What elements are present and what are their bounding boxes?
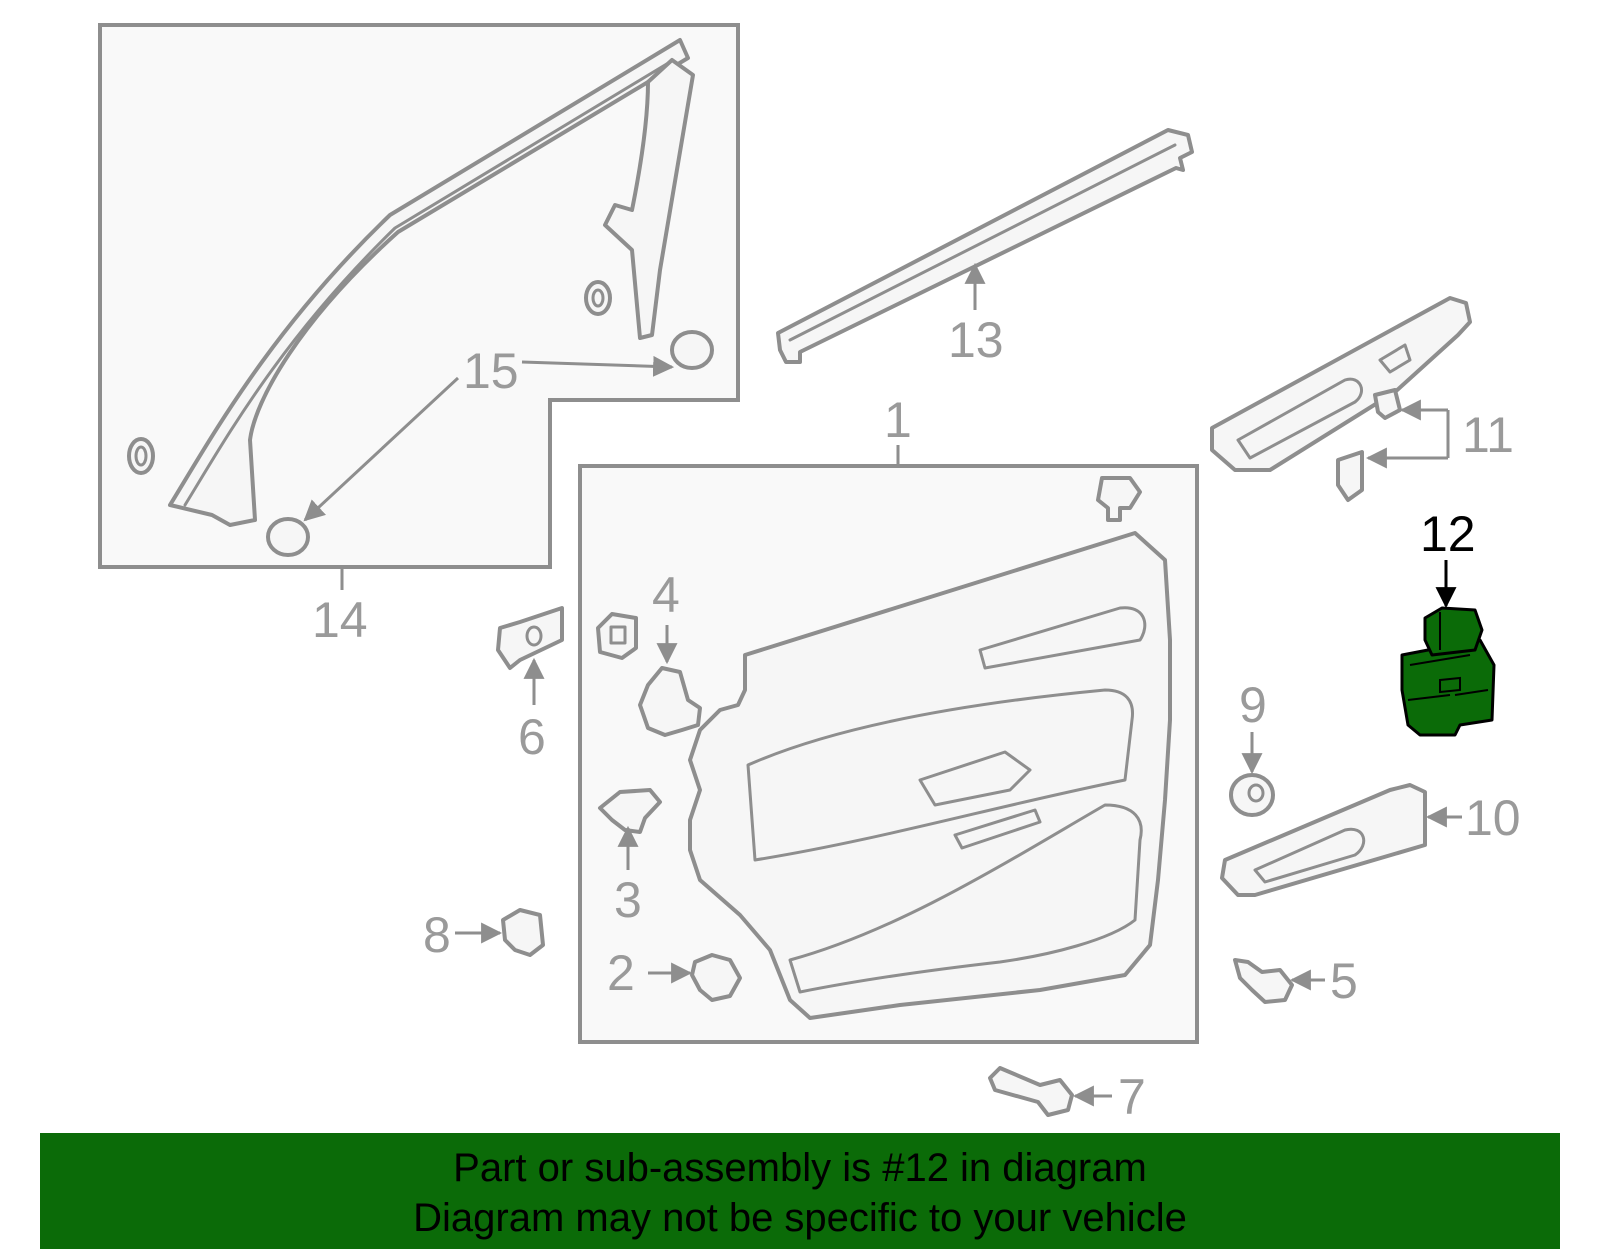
callout-14: 14 xyxy=(312,592,368,648)
grommet-right-hole xyxy=(591,288,605,308)
leader-15b xyxy=(303,376,460,522)
door-clip-3 xyxy=(598,788,662,834)
belt-weatherstrip-edge xyxy=(788,143,1177,342)
door-trim-lower-pocket xyxy=(788,803,1143,994)
banner-line-1: Part or sub-assembly is #12 in diagram xyxy=(453,1146,1147,1190)
clip-bracket-6-hole xyxy=(525,625,543,647)
callout-15: 15 xyxy=(463,343,519,399)
clip-11a xyxy=(1373,388,1402,420)
cap-9 xyxy=(1229,773,1275,817)
door-trim-switch-bezel xyxy=(918,750,1032,807)
interior-handle-10-cup xyxy=(1253,827,1366,884)
door-clip-square-hole xyxy=(609,625,627,645)
door-clip-square xyxy=(596,612,638,660)
pushpin-15-left xyxy=(266,517,310,557)
door-trim-reflector xyxy=(953,808,1042,850)
window-switch-12-rocker xyxy=(1423,606,1484,657)
door-trim-armrest xyxy=(746,688,1135,862)
callout-10: 10 xyxy=(1465,790,1521,846)
a-pillar-trim xyxy=(168,38,690,527)
leader-15a xyxy=(521,355,675,377)
clip-bracket-6 xyxy=(496,606,564,670)
callout-4: 4 xyxy=(652,567,680,623)
callout-6: 6 xyxy=(518,709,546,765)
callout-1: 1 xyxy=(884,392,912,448)
grommet-left xyxy=(127,437,155,475)
bolt-7 xyxy=(988,1066,1074,1117)
door-trim-pull-cup xyxy=(978,606,1147,670)
callout-8: 8 xyxy=(423,907,451,963)
callout-12: 12 xyxy=(1420,506,1476,562)
callout-5: 5 xyxy=(1330,953,1358,1009)
pillar-trim-group-box xyxy=(98,23,740,569)
callout-3: 3 xyxy=(614,872,642,928)
b-pillar-trim xyxy=(603,58,695,340)
nut-clip-8 xyxy=(501,908,545,957)
window-switch-12-body xyxy=(1400,638,1496,737)
door-clip-4 xyxy=(638,666,702,737)
cap-9-inner xyxy=(1247,783,1265,803)
pushpin-top xyxy=(1096,476,1142,522)
push-retainer-2 xyxy=(690,953,742,1002)
info-banner: Part or sub-assembly is #12 in diagram D… xyxy=(40,1133,1560,1249)
callout-2: 2 xyxy=(607,945,635,1001)
handle-bezel-11 xyxy=(1210,296,1472,472)
window-switch-12 xyxy=(1400,606,1496,737)
banner-line-2: Diagram may not be specific to your vehi… xyxy=(413,1196,1187,1240)
clip-11b xyxy=(1336,450,1364,502)
callout-11: 11 xyxy=(1462,407,1514,463)
callout-9: 9 xyxy=(1239,677,1267,733)
screw-5 xyxy=(1233,958,1294,1004)
callout-13: 13 xyxy=(948,312,1004,368)
a-pillar-trim-edge xyxy=(183,60,672,507)
handle-bezel-11-switch xyxy=(1378,343,1412,374)
callout-7: 7 xyxy=(1118,1069,1146,1125)
grommet-left-hole xyxy=(134,445,148,467)
grommet-right xyxy=(584,280,612,316)
window-switch-12-details xyxy=(1407,612,1489,701)
pushpin-15-right xyxy=(670,330,714,370)
handle-bezel-11-cup xyxy=(1236,377,1363,460)
